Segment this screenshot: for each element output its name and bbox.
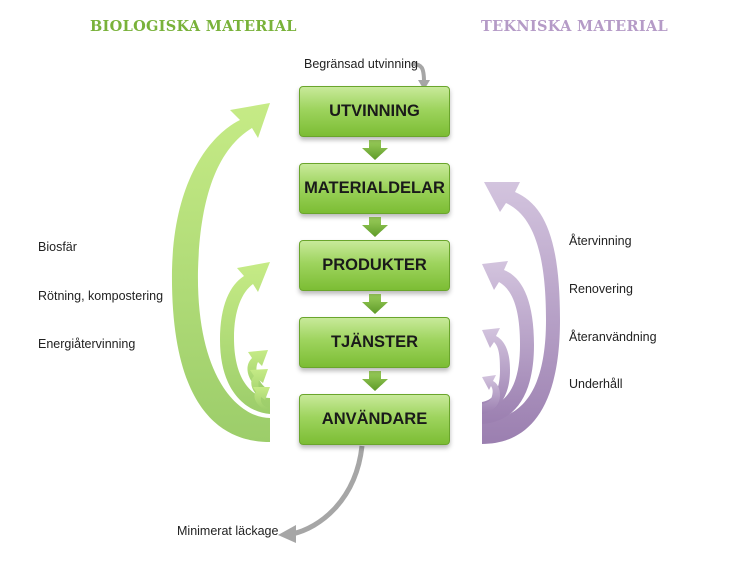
- bio-arrow-biosphere: [171, 103, 270, 442]
- leakage-arrow: [291, 445, 365, 537]
- limited-extraction-label: Begränsad utvinning: [304, 57, 418, 71]
- flow-arrow-3: [362, 294, 388, 314]
- tech-arrow-refurbish: [482, 261, 534, 424]
- biological-materials-heading: BIOLOGISKA MATERIAL: [90, 18, 297, 35]
- bio-label-energy: Energiåtervinning: [38, 337, 136, 351]
- limited-extraction-arrowhead: [418, 80, 430, 90]
- bio-label-digestion: Rötning, kompostering: [38, 289, 164, 303]
- stage-material-parts: MATERIALDELAR: [299, 163, 450, 214]
- flow-arrow-2: [362, 217, 388, 237]
- bio-label-biosphere: Biosfär: [38, 240, 77, 254]
- minimized-leakage-label: Minimerat läckage: [177, 524, 279, 538]
- bio-arrow-digestion: [220, 262, 270, 414]
- stage-products: PRODUKTER: [299, 240, 450, 291]
- tech-arrow-reuse: [482, 328, 510, 414]
- stage-extraction: UTVINNING: [299, 86, 450, 137]
- tech-label-maintenance: Underhåll: [569, 377, 623, 391]
- bio-arrow-energy-3: [253, 387, 270, 410]
- stage-users: ANVÄNDARE: [299, 394, 450, 445]
- technical-arrows: [482, 182, 560, 444]
- tech-label-refurbish: Renovering: [569, 282, 633, 296]
- tech-label-reuse: Återanvändning: [569, 330, 657, 344]
- flow-arrow-1: [362, 140, 388, 160]
- tech-label-recycling: Återvinning: [569, 234, 632, 248]
- biological-arrows: [171, 103, 270, 442]
- tech-arrow-maintenance: [482, 375, 500, 414]
- technical-materials-heading: TEKNISKA MATERIAL: [481, 18, 668, 35]
- bio-arrow-energy-2: [250, 369, 268, 400]
- grey-arrows: [278, 62, 430, 543]
- stage-services: TJÄNSTER: [299, 317, 450, 368]
- flow-arrows: [362, 140, 388, 391]
- flow-arrow-4: [362, 371, 388, 391]
- leakage-arrowhead: [278, 525, 296, 543]
- tech-arrow-recycling: [482, 182, 560, 444]
- limited-extraction-arrow: [411, 62, 426, 83]
